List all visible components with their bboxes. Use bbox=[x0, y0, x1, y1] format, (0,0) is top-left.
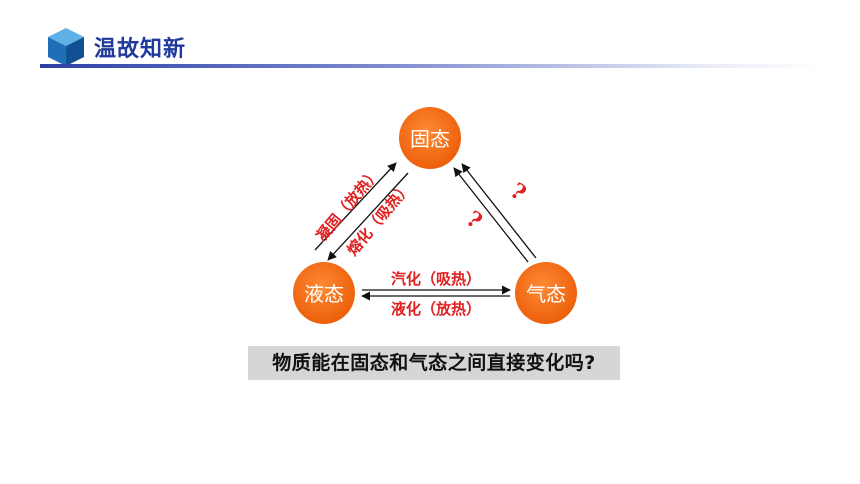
page-title: 温故知新 bbox=[94, 37, 187, 62]
label-unknown-2: ? bbox=[461, 206, 486, 235]
arrow-melt bbox=[327, 172, 409, 261]
label-vaporize: 汽化（吸热） bbox=[391, 270, 481, 288]
node-solid: 固态 bbox=[399, 107, 461, 169]
label-unknown-1: ? bbox=[505, 178, 530, 207]
node-gas-label: 气态 bbox=[526, 282, 566, 306]
node-liquid: 液态 bbox=[293, 262, 355, 324]
question-box: 物质能在固态和气态之间直接变化吗? bbox=[248, 346, 620, 380]
node-liquid-label: 液态 bbox=[304, 282, 344, 306]
cube-icon bbox=[48, 28, 84, 66]
node-gas: 气态 bbox=[515, 262, 577, 324]
node-solid-label: 固态 bbox=[410, 127, 450, 151]
arrow-solidify bbox=[314, 162, 397, 251]
title-underline bbox=[40, 64, 820, 68]
arrow-desublimate bbox=[461, 163, 537, 259]
header: 温故知新 bbox=[0, 0, 860, 72]
arrow-sublimate bbox=[453, 167, 529, 263]
label-liquefy: 液化（放热） bbox=[391, 300, 481, 318]
